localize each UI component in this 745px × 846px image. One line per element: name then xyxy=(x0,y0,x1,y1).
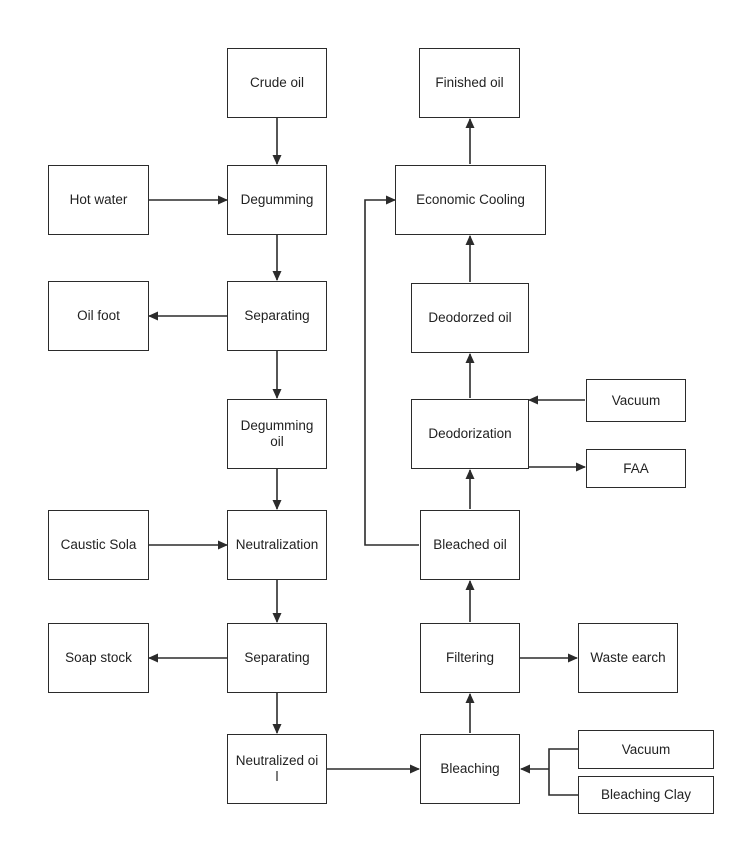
node-caustic-sola: Caustic Sola xyxy=(48,510,149,580)
node-filtering: Filtering xyxy=(420,623,520,693)
node-soap-stock: Soap stock xyxy=(48,623,149,693)
connector-vacuum-bleaching-clay xyxy=(548,748,578,796)
node-economic-cooling: Economic Cooling xyxy=(395,165,546,235)
node-faa: FAA xyxy=(586,449,686,488)
node-neutralization: Neutralization xyxy=(227,510,327,580)
node-deodorized-oil: Deodorzed oil xyxy=(411,283,529,353)
node-separating-2: Separating xyxy=(227,623,327,693)
node-separating-1: Separating xyxy=(227,281,327,351)
node-oil-foot: Oil foot xyxy=(48,281,149,351)
node-deodorization: Deodorization xyxy=(411,399,529,469)
node-vacuum-2: Vacuum xyxy=(578,730,714,769)
node-finished-oil: Finished oil xyxy=(419,48,520,118)
node-bleached-oil: Bleached oil xyxy=(420,510,520,580)
node-waste-earch: Waste earch xyxy=(578,623,678,693)
node-neutralized-oil: Neutralized oil xyxy=(227,734,327,804)
node-bleaching-clay: Bleaching Clay xyxy=(578,776,714,814)
node-crude-oil: Crude oil xyxy=(227,48,327,118)
node-degumming-oil: Degumming oil xyxy=(227,399,327,469)
node-bleaching: Bleaching xyxy=(420,734,520,804)
node-hot-water: Hot water xyxy=(48,165,149,235)
node-vacuum-1: Vacuum xyxy=(586,379,686,422)
node-degumming: Degumming xyxy=(227,165,327,235)
arrow-bleached-oil-to-economic-cooling xyxy=(364,195,419,546)
